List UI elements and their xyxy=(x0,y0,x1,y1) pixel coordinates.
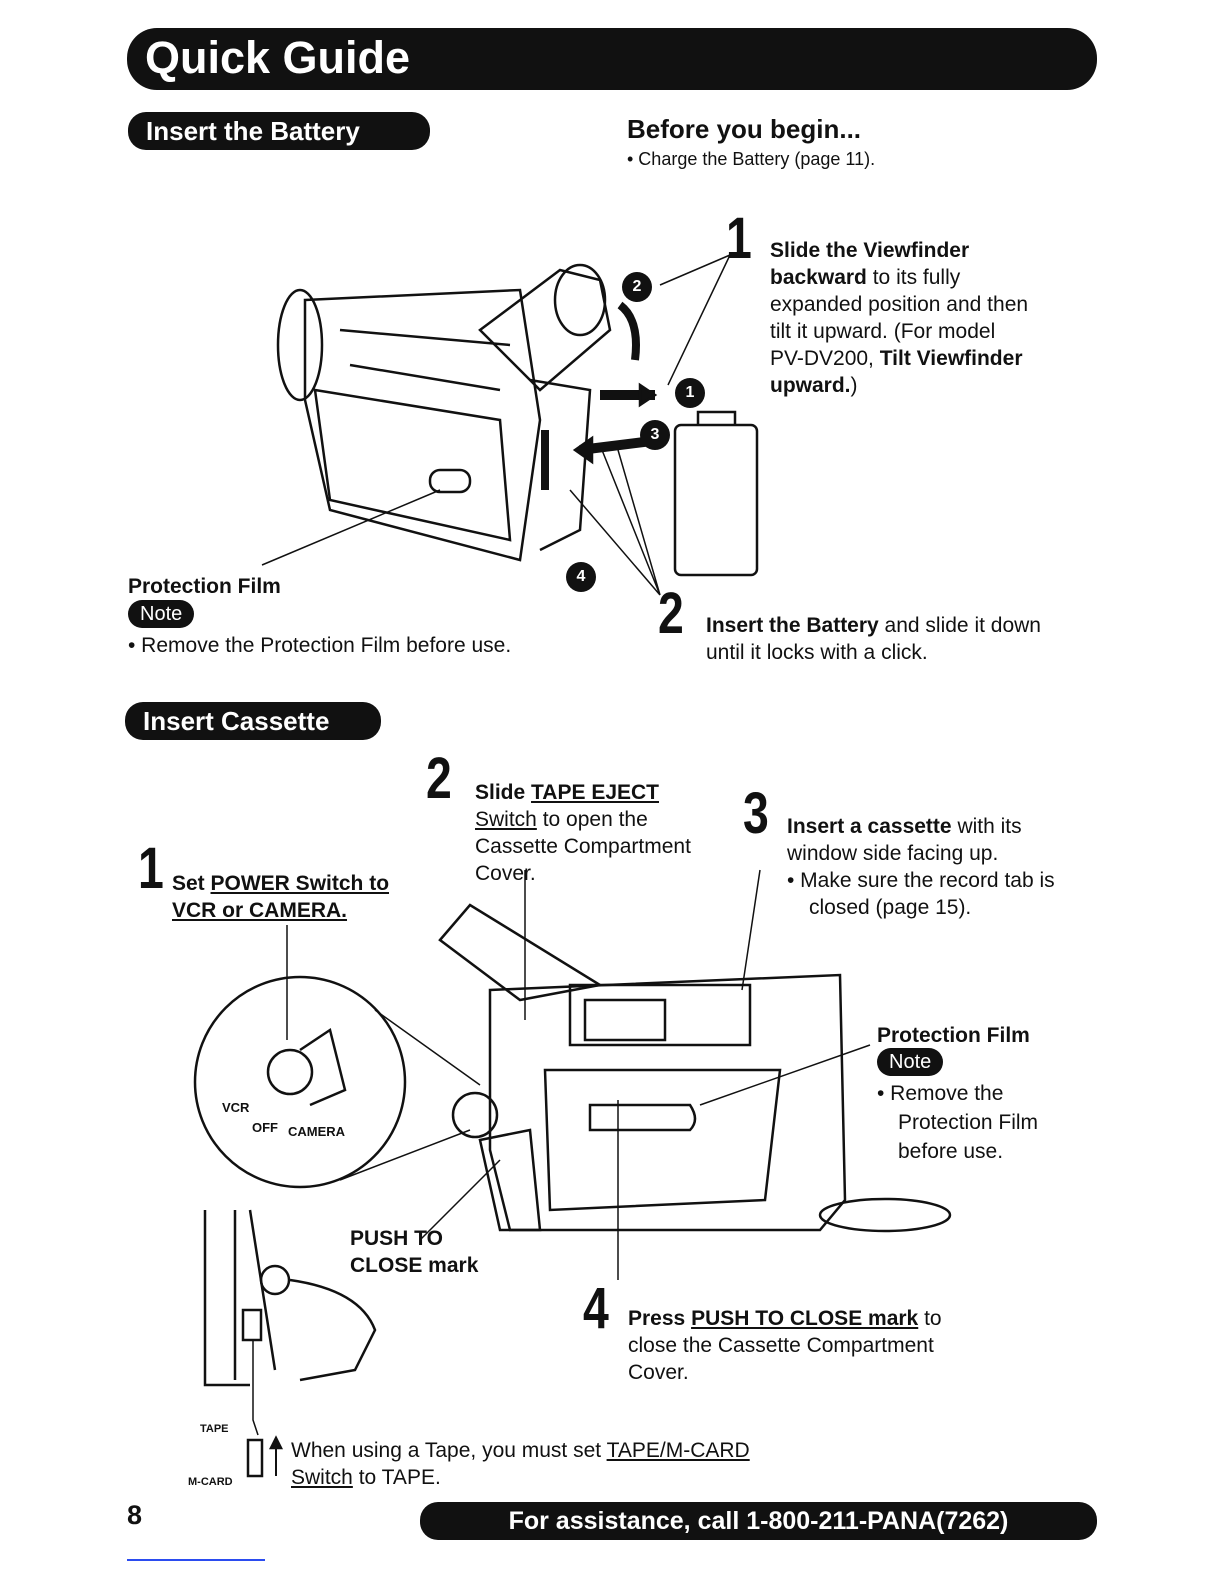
quick-guide-banner: Quick Guide xyxy=(127,28,1097,90)
cassette-step1-text: Set POWER Switch to VCR or CAMERA. xyxy=(172,872,390,922)
switch-label-vcr: VCR xyxy=(222,1100,250,1115)
mcard-label: M-CARD xyxy=(188,1476,233,1488)
battery-step2-text: Insert the Battery and slide it down unt… xyxy=(706,614,1041,664)
cassette-step3-number: 3 xyxy=(743,781,769,846)
cassette-step2-text: Slide TAPE EJECT Switch to open the Cass… xyxy=(475,781,691,885)
page-title: Quick Guide xyxy=(145,32,411,83)
note-badge: Note xyxy=(128,600,195,628)
switch-label-off: OFF xyxy=(252,1120,278,1135)
blue-divider xyxy=(127,1559,265,1561)
tape-switch-text: When using a Tape, you must set TAPE/M-C… xyxy=(291,1439,750,1489)
tape-label: TAPE xyxy=(200,1423,229,1435)
callout-2: 2 xyxy=(622,272,652,302)
before-you-begin-title: Before you begin... xyxy=(627,114,862,144)
before-you-begin-bullet: • Charge the Battery (page 11). xyxy=(627,149,876,169)
push-to-close-label: PUSH TO CLOSE mark xyxy=(350,1227,479,1277)
section-insert-cassette: Insert Cassette xyxy=(125,702,381,740)
protection-film-label-2: Protection Film xyxy=(877,1024,1030,1047)
battery-step1-text: Slide the Viewfinder backward to its ful… xyxy=(770,239,1029,397)
note-badge-2: Note xyxy=(877,1048,944,1076)
callout-1: 1 xyxy=(675,378,705,408)
note-text-2: • Remove the Protection Film before use. xyxy=(877,1082,1039,1163)
section-insert-battery: Insert the Battery xyxy=(128,112,430,150)
cassette-step1-number: 1 xyxy=(138,836,164,901)
battery-step2-number: 2 xyxy=(658,581,684,646)
protection-film-label: Protection Film xyxy=(128,575,281,598)
callout-4: 4 xyxy=(566,562,596,592)
battery-step1-number: 1 xyxy=(726,206,752,271)
cassette-step4-text: Press PUSH TO CLOSE mark to close the Ca… xyxy=(628,1307,942,1384)
page-number: 8 xyxy=(127,1500,143,1530)
cassette-step2-number: 2 xyxy=(426,746,452,811)
cassette-step4-number: 4 xyxy=(583,1276,609,1341)
note-text: • Remove the Protection Film before use. xyxy=(128,634,512,657)
cassette-step3-text: Insert a cassette with its window side f… xyxy=(787,815,1055,919)
assistance-banner: For assistance, call 1-800-211-PANA(7262… xyxy=(420,1502,1097,1540)
switch-label-camera: CAMERA xyxy=(288,1124,346,1139)
callout-3: 3 xyxy=(640,420,670,450)
